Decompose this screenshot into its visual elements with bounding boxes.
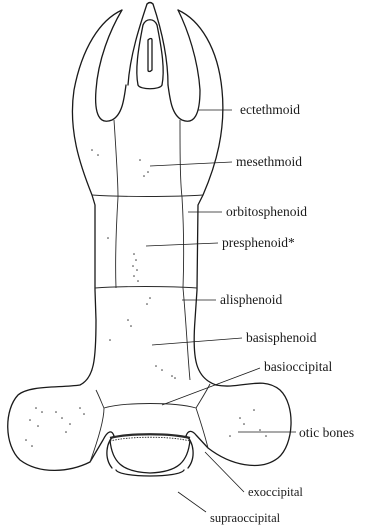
label-basisphenoid: basisphenoid xyxy=(246,330,317,345)
sutures xyxy=(90,120,210,462)
label-ectethmoid: ectethmoid xyxy=(240,102,300,117)
label-exoccipital: exoccipital xyxy=(248,485,303,499)
label-orbitosphenoid: orbitosphenoid xyxy=(226,204,307,219)
label-supraoccipital: supraoccipital xyxy=(210,511,281,525)
label-alisphenoid: alisphenoid xyxy=(220,292,282,307)
leader-basioccipital xyxy=(162,368,260,405)
leader-presphenoid xyxy=(146,243,218,246)
leader-lines xyxy=(146,110,296,512)
leader-basisphenoid xyxy=(152,338,242,345)
label-otic-bones: otic bones xyxy=(299,425,354,440)
label-mesethmoid: mesethmoid xyxy=(236,154,302,169)
leader-mesethmoid xyxy=(150,162,232,166)
label-basioccipital: basioccipital xyxy=(264,359,332,374)
leader-supraoccipital xyxy=(178,492,206,512)
label-presphenoid: presphenoid* xyxy=(222,235,295,250)
